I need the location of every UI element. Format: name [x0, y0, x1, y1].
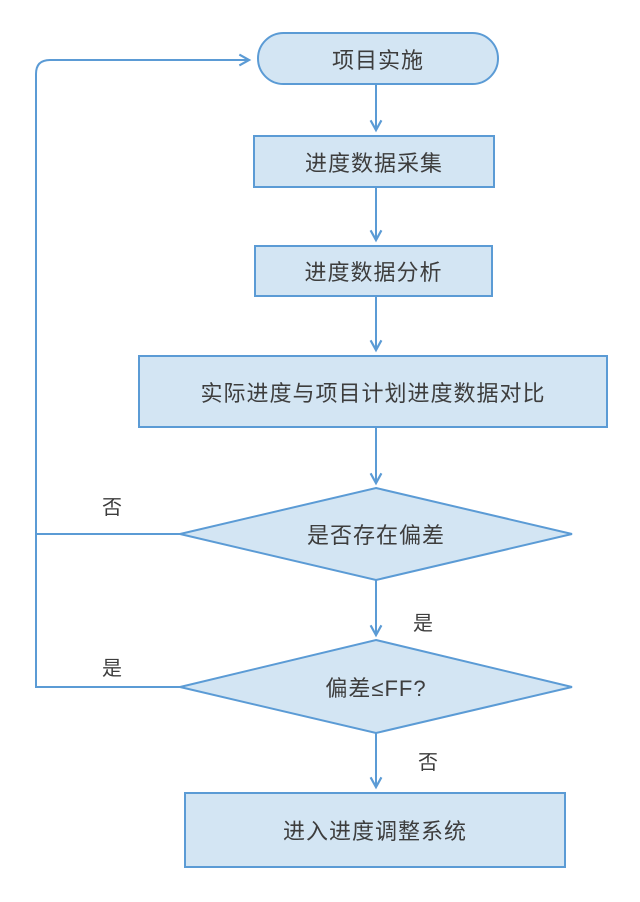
node-collect-data-label: 进度数据采集 — [304, 150, 443, 176]
node-adjust-system-label: 进入进度调整系统 — [282, 819, 467, 844]
node-start-label: 项目实施 — [331, 47, 424, 73]
node-compare-data-label: 实际进度与项目计划进度数据对比 — [200, 380, 546, 406]
node-deviation-decision-shape — [179, 486, 573, 582]
node-ff-decision-shape — [179, 638, 573, 735]
node-collect-data: 进度数据采集 — [253, 135, 495, 188]
node-adjust-system: 进入进度调整系统 — [184, 792, 566, 868]
node-analyze-data-label: 进度数据分析 — [304, 260, 443, 285]
node-compare-data: 实际进度与项目计划进度数据对比 — [138, 355, 608, 428]
edge-label-deviation-yes: 是 — [413, 613, 433, 635]
node-ff-decision-label: 偏差≤FF? — [325, 675, 427, 701]
edge-label-deviation-no: 否 — [102, 497, 122, 519]
node-start: 项目实施 — [257, 32, 499, 85]
edge-label-ff-no: 否 — [418, 752, 438, 774]
node-deviation-decision-label: 是否存在偏差 — [306, 523, 445, 548]
edge-loop-to-start — [35, 60, 248, 688]
node-analyze-data: 进度数据分析 — [254, 245, 493, 297]
edge-label-ff-yes: 是 — [102, 658, 122, 680]
